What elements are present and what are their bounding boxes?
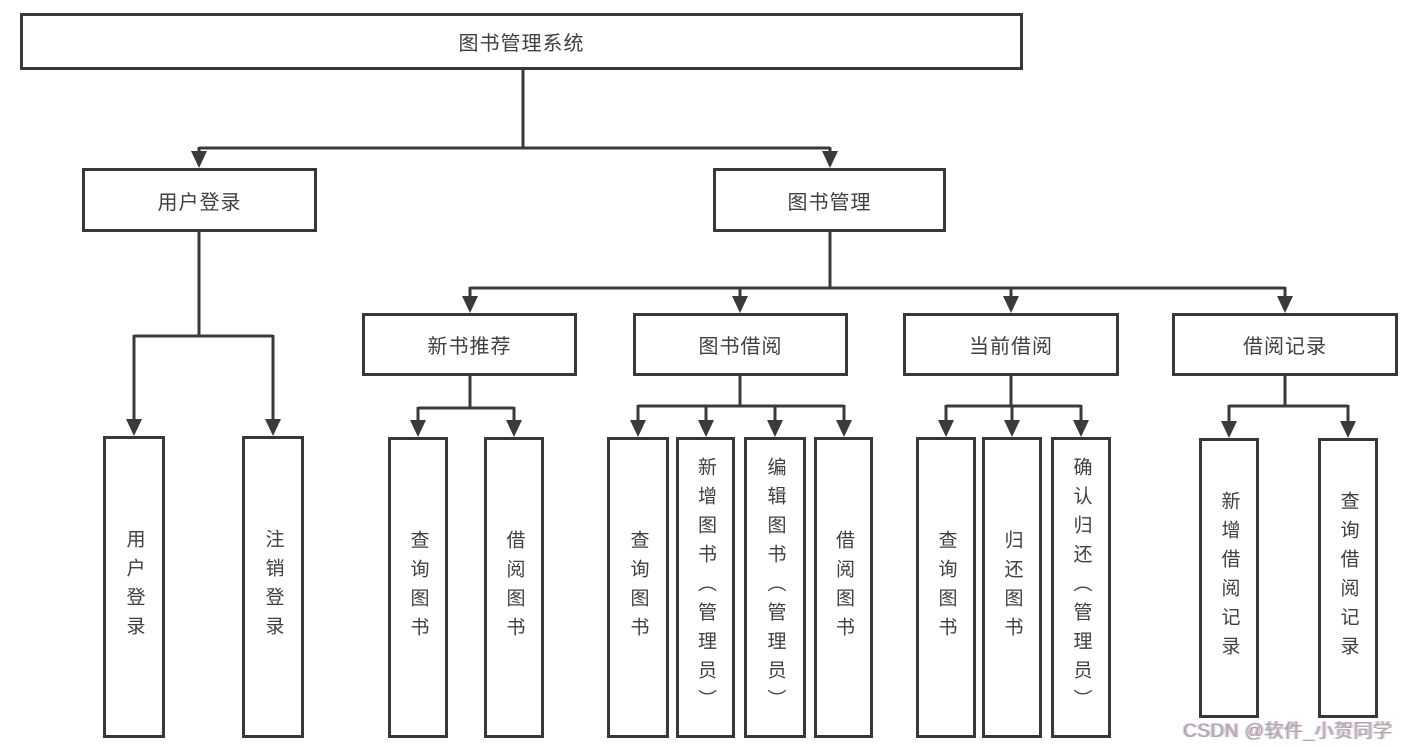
leaf-current-confirm-return-admin: 确认归还（管理员） xyxy=(1051,437,1111,738)
leaf-current-query-books-label: 查询图书 xyxy=(935,529,957,646)
node-new-book-recommend: 新书推荐 xyxy=(362,313,577,376)
leaf-newbooks-borrow-books: 借阅图书 xyxy=(484,437,544,738)
leaf-newbooks-borrow-books-label: 借阅图书 xyxy=(503,529,525,646)
leaf-records-query-record-label: 查询借阅记录 xyxy=(1337,491,1359,665)
leaf-current-return-books-label: 归还图书 xyxy=(1001,529,1023,646)
leaf-borrowing-add-books-admin-label: 新增图书（管理员） xyxy=(695,457,716,718)
leaf-records-add-record: 新增借阅记录 xyxy=(1199,438,1259,718)
leaf-logout-label: 注销登录 xyxy=(262,529,284,645)
leaf-current-confirm-return-admin-label: 确认归还（管理员） xyxy=(1070,457,1092,718)
leaf-borrowing-query-books: 查询图书 xyxy=(607,437,669,738)
leaf-records-add-record-label: 新增借阅记录 xyxy=(1218,491,1240,665)
leaf-user-login: 用户登录 xyxy=(103,436,165,738)
leaf-borrowing-edit-books-admin: 编辑图书（管理员） xyxy=(744,437,806,738)
node-system-root-label: 图书管理系统 xyxy=(458,33,585,55)
leaf-current-return-books: 归还图书 xyxy=(982,437,1042,738)
node-user-login-branch: 用户登录 xyxy=(82,168,317,232)
node-current-borrowing: 当前借阅 xyxy=(903,313,1119,376)
leaf-borrowing-query-books-label: 查询图书 xyxy=(627,529,649,646)
leaf-records-query-record: 查询借阅记录 xyxy=(1318,438,1378,718)
node-borrowing-records: 借阅记录 xyxy=(1172,313,1398,376)
csdn-watermark: CSDN @软件_小贺同学 xyxy=(1183,721,1393,742)
node-system-root: 图书管理系统 xyxy=(20,13,1023,70)
node-book-management-branch-label: 图书管理 xyxy=(787,191,872,214)
node-book-borrowing: 图书借阅 xyxy=(633,313,848,376)
leaf-borrowing-edit-books-admin-label: 编辑图书（管理员） xyxy=(764,457,786,718)
node-new-book-recommend-label: 新书推荐 xyxy=(427,336,512,358)
leaf-newbooks-query-books-label: 查询图书 xyxy=(407,529,429,646)
leaf-newbooks-query-books: 查询图书 xyxy=(388,437,448,738)
leaf-borrowing-borrow-books: 借阅图书 xyxy=(814,437,873,738)
leaf-current-query-books: 查询图书 xyxy=(916,437,976,738)
leaf-user-login-label: 用户登录 xyxy=(123,529,145,645)
leaf-logout: 注销登录 xyxy=(242,436,304,738)
node-current-borrowing-label: 当前借阅 xyxy=(969,336,1053,358)
leaf-borrowing-borrow-books-label: 借阅图书 xyxy=(833,529,854,646)
node-book-management-branch: 图书管理 xyxy=(713,168,946,232)
node-borrowing-records-label: 借阅记录 xyxy=(1243,336,1327,358)
leaf-borrowing-add-books-admin: 新增图书（管理员） xyxy=(676,437,735,738)
node-user-login-branch-label: 用户登录 xyxy=(157,191,242,214)
node-book-borrowing-label: 图书借阅 xyxy=(698,336,783,358)
